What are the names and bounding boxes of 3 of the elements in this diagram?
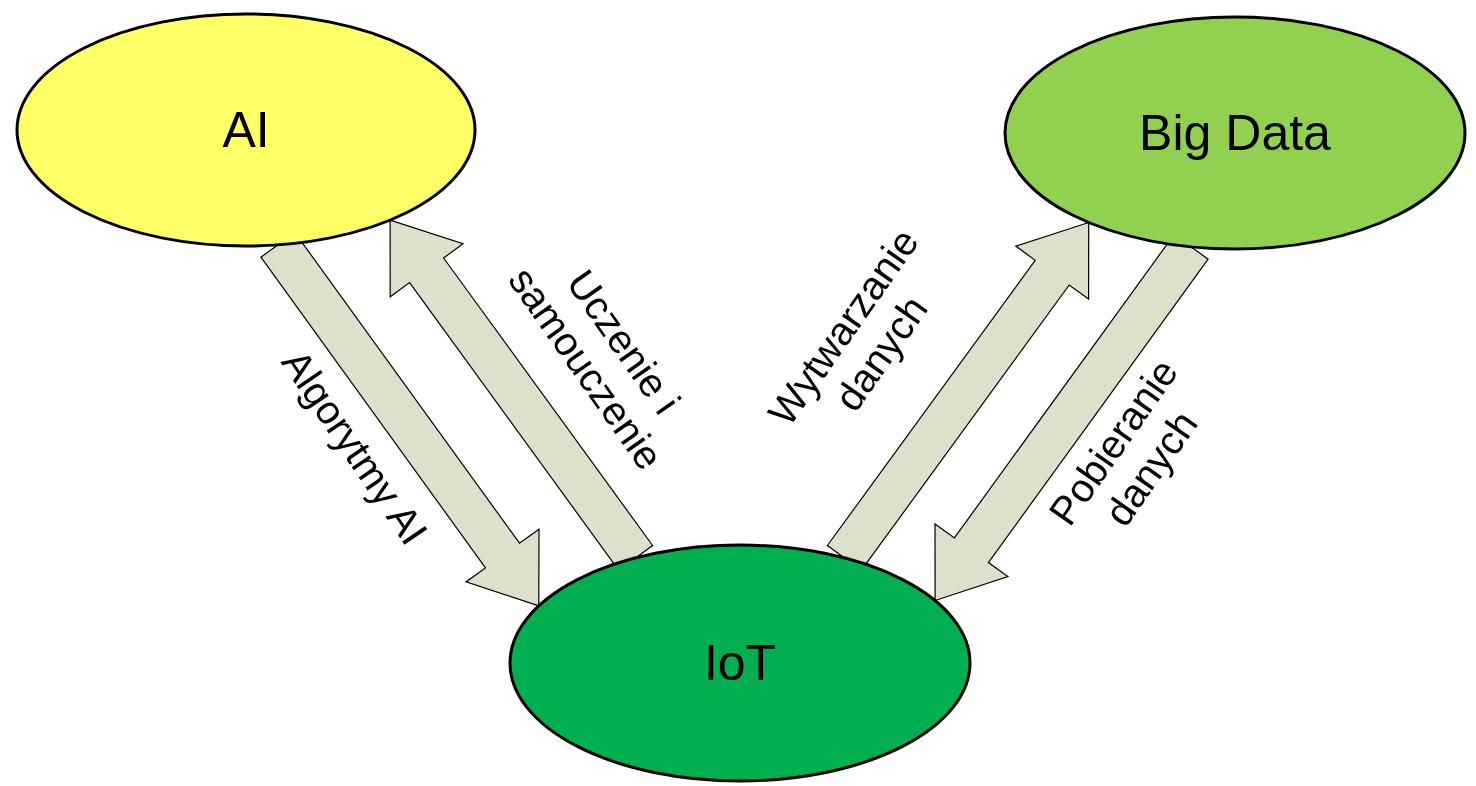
node-label: IoT	[703, 634, 777, 692]
node-label: AI	[222, 101, 270, 159]
node-label: Big Data	[1139, 104, 1331, 162]
